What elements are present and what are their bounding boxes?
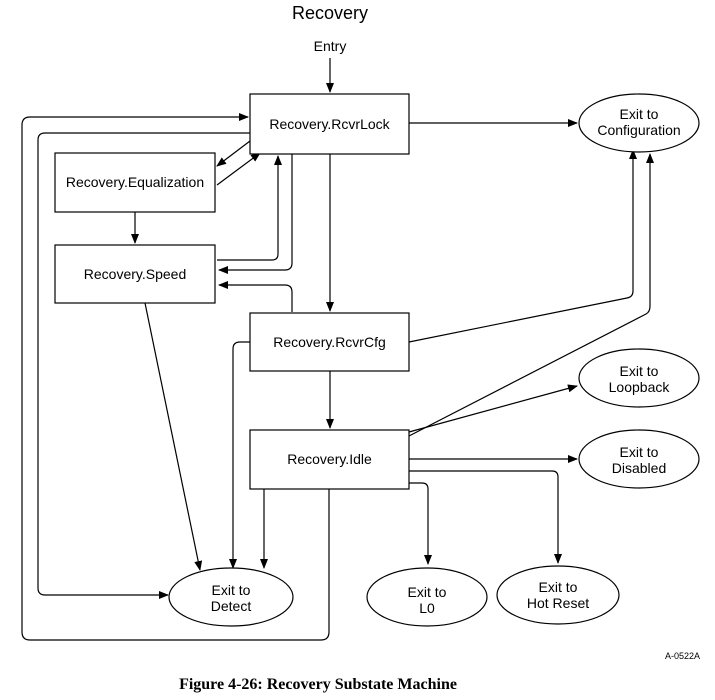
state-equalization-label: Recovery.Equalization [66,174,204,190]
edge-rcvrlock-to-speed [218,154,293,274]
edge-idle-to-l0 [409,482,432,565]
exit-configuration: Exit to Configuration [578,93,700,153]
exit-l0: Exit to L0 [366,567,488,627]
exit-configuration-line1: Exit to [620,106,659,122]
exit-l0-line2: L0 [419,600,435,616]
state-idle: Recovery.Idle [249,429,410,490]
state-speed: Recovery.Speed [54,244,216,304]
exit-disabled-line1: Exit to [620,444,659,460]
state-rcvrcfg-label: Recovery.RcvrCfg [273,334,386,350]
exit-disabled: Exit to Disabled [578,429,700,489]
exit-disabled-line2: Disabled [612,460,666,476]
edge-equalization-to-rcvrlock [216,152,261,186]
state-idle-label: Recovery.Idle [287,451,372,467]
exit-hot-reset-line2: Hot Reset [527,595,589,611]
state-rcvrcfg: Recovery.RcvrCfg [249,312,410,372]
exit-l0-line1: Exit to [408,584,447,600]
state-equalization: Recovery.Equalization [54,152,216,213]
exit-detect: Exit to Detect [168,567,294,627]
edge-speed-to-rcvrlock [217,155,282,261]
edge-rcvrlock-to-detect [37,132,250,599]
exit-loopback: Exit to Loopback [578,348,700,408]
edge-idle-to-configuration [408,153,654,437]
exit-loopback-line2: Loopback [609,379,671,395]
exit-detect-line1: Exit to [212,582,251,598]
edge-rcvrcfg-to-configuration [408,149,637,343]
figure-reference: A-0522A [665,651,700,661]
edge-idle-to-loopback [408,384,578,433]
exit-hot-reset-line1: Exit to [539,579,578,595]
diagram-title: Recovery [292,3,368,23]
exit-hot-reset: Exit to Hot Reset [496,565,620,625]
state-speed-label: Recovery.Speed [84,266,186,282]
state-rcvrlock: Recovery.RcvrLock [249,93,410,155]
entry-label: Entry [314,38,347,54]
edge-speed-to-detect [144,302,203,571]
figure-caption: Figure 4-26: Recovery Substate Machine [179,676,457,693]
edge-rcvrcfg-to-speed [218,281,293,312]
edge-rcvrlock-to-equalization [216,140,251,167]
edge-idle-to-hot-reset [409,470,562,564]
edge-rcvrcfg-to-detect [229,341,250,569]
edge-idle-to-rcvrlock [21,113,330,641]
exit-detect-line2: Detect [211,598,252,614]
exit-configuration-line2: Configuration [597,122,680,138]
exit-loopback-line1: Exit to [620,363,659,379]
state-rcvrlock-label: Recovery.RcvrLock [269,116,390,132]
